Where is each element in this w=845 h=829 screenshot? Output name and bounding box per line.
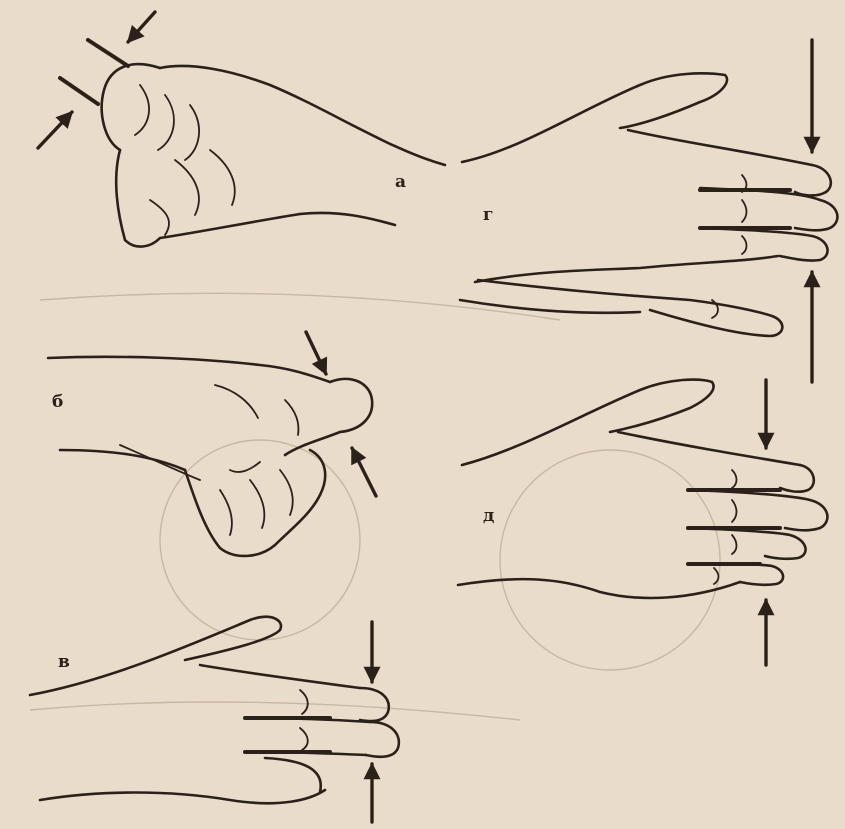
panel-a-label: а	[395, 172, 406, 192]
panel-g-hand	[460, 73, 837, 336]
panel-v-hand	[30, 617, 399, 804]
panel-b-hand	[48, 357, 372, 556]
panel-g-label: г	[483, 205, 493, 225]
panel-g-measure	[700, 40, 812, 382]
panel-a-measure	[38, 12, 155, 148]
panel-b-measure	[306, 332, 376, 496]
panel-d-label: д	[483, 506, 494, 526]
panel-d-measure	[688, 380, 780, 665]
panel-a-hand	[102, 64, 445, 246]
panel-b-label: б	[52, 392, 63, 412]
panel-v-label: в	[58, 652, 70, 672]
